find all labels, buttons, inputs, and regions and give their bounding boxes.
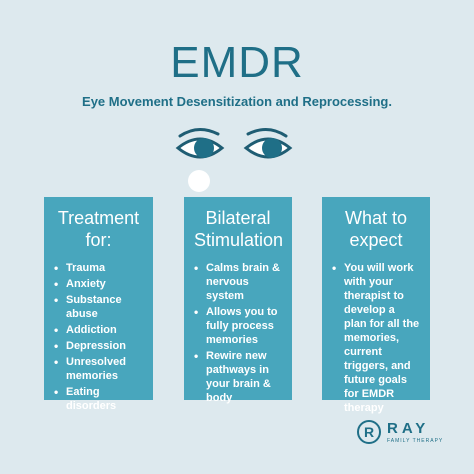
card-treatment: Treatment for: Trauma Anxiety Substance … [44,197,153,412]
list-item: Substance abuse [54,293,143,321]
logo-mark-icon: R [357,420,381,444]
card-heading: Bilateral Stimulation [194,208,284,250]
card-list: Trauma Anxiety Substance abuse Addiction… [54,261,143,413]
list-item: You will work with your therapist to dev… [332,261,420,415]
page-title: EMDR [170,38,304,87]
list-item: Allows you to fully process memories [194,305,282,347]
list-item: Unresolved memories [54,355,143,383]
list-item: Calms brain & nervous system [194,261,282,303]
card-bilateral-stimulation: Bilateral Stimulation Calms brain & nerv… [184,197,292,404]
page-subtitle: Eye Movement Desensitization and Reproce… [82,94,392,109]
logo-tagline: FAMILY THERAPY [387,438,444,444]
card-heading: What to expect [344,208,408,250]
list-item: Eating disorders [54,385,143,413]
logo-name: RAY [387,420,430,437]
list-item: Depression [54,339,143,353]
card-list: You will work with your therapist to dev… [332,261,420,415]
list-item: Anxiety [54,277,143,291]
stimulus-dot [188,170,210,192]
card-what-to-expect: What to expect You will work with your t… [322,197,430,414]
card-heading: Treatment for: [57,208,140,250]
list-item: Trauma [54,261,143,275]
eyes-icon [175,128,293,159]
ray-logo: R RAY FAMILY THERAPY [357,420,457,450]
list-item: Rewire new pathways in your brain & body [194,349,282,405]
list-item: Addiction [54,323,143,337]
card-list: Calms brain & nervous system Allows you … [194,261,282,405]
